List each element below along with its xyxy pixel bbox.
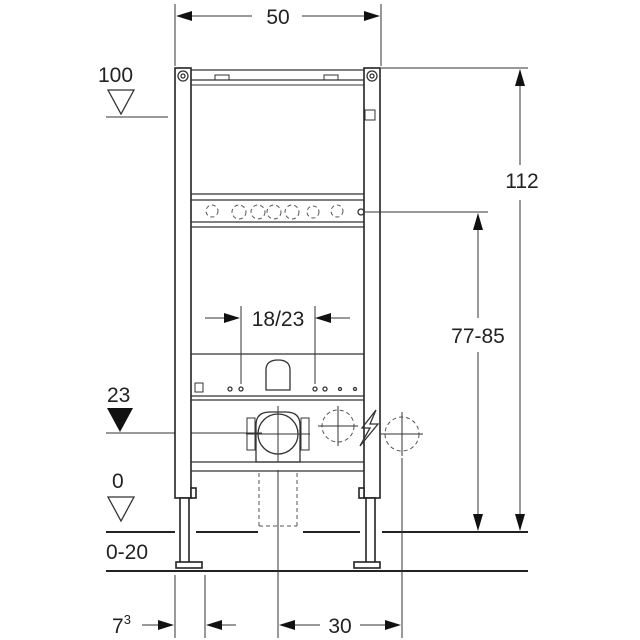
width-label: 50 (266, 6, 289, 29)
bolt-spacing-label: 18/23 (252, 308, 305, 331)
drain-spacing-label: 30 (328, 615, 351, 638)
connection-height-label: 77-85 (451, 325, 505, 348)
electrical-icon (359, 409, 380, 447)
level-marker-drain: 23 (106, 384, 262, 434)
frame-top-rail (191, 69, 376, 121)
level-floor-label: 0 (112, 470, 124, 493)
perforated-rail (191, 193, 365, 228)
offset-superscript: 3 (124, 612, 131, 627)
water-connection-left (318, 406, 358, 446)
mounting-plate (191, 353, 364, 401)
offset-label: 73 (112, 612, 131, 638)
level-drain-label: 23 (107, 384, 130, 407)
level-marker-floor: 0 (106, 470, 136, 523)
level-top-label: 100 (98, 64, 133, 87)
frame-uprights (174, 67, 381, 569)
water-connection-right (381, 412, 423, 456)
width-dimension: 50 (174, 4, 382, 66)
offset-base: 7 (112, 615, 124, 638)
floor-range-label: 0-20 (106, 541, 148, 564)
drain-spacing-dimension: 30 (277, 458, 403, 638)
level-marker-top: 100 (98, 64, 168, 118)
height-label: 112 (505, 170, 538, 193)
offset-dimension: 73 (112, 575, 236, 638)
drain-pipe-dashed (258, 473, 298, 527)
floor-lines (106, 531, 528, 572)
height-dimension: 112 (381, 67, 539, 531)
bolt-spacing-dimension: 18/23 (205, 306, 350, 384)
connection-height-dimension: 77-85 (364, 211, 505, 531)
